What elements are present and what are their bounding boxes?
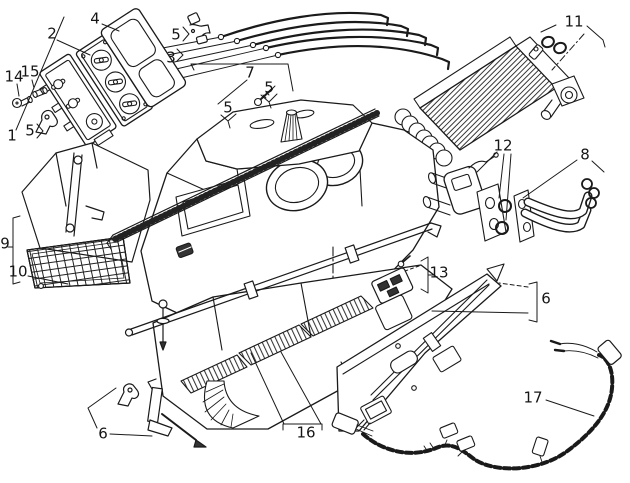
leader-12 — [476, 151, 512, 221]
leader-9 — [7, 215, 21, 285]
part-5-clamp-top-drawing — [187, 12, 211, 45]
seal-rail — [106, 108, 380, 250]
part-6-brackets-left-drawing — [117, 378, 207, 448]
leader-13-dashed — [404, 265, 420, 272]
o-ring — [495, 221, 509, 235]
part-1-control-unit-drawing — [39, 53, 117, 147]
part-2-control-panel-drawing — [75, 34, 153, 127]
leader-1 — [15, 16, 65, 131]
o-ring — [585, 197, 597, 209]
leader-8 — [522, 159, 605, 199]
leader-5d — [260, 93, 278, 109]
part-14-bulb-drawing — [11, 95, 33, 109]
o-ring — [498, 199, 512, 213]
o-ring — [553, 41, 567, 55]
leader-15 — [31, 79, 35, 89]
tie-rod-drawing — [124, 222, 442, 351]
o-ring — [581, 178, 593, 190]
leader-2 — [56, 39, 91, 56]
screw — [253, 85, 276, 107]
leader-6b — [87, 387, 153, 437]
part-6-side-panel-drawing — [336, 263, 505, 432]
leader-6a — [528, 281, 538, 323]
leader-6a-long — [431, 310, 529, 314]
leader-7 — [190, 63, 294, 105]
leader-11-axis — [551, 33, 585, 71]
leader-17 — [545, 399, 595, 417]
part-15-connector-drawing — [32, 87, 48, 98]
leader-11 — [540, 24, 606, 48]
leader-16 — [250, 351, 323, 431]
leader-6a-dashed — [498, 282, 529, 288]
leader-13 — [420, 256, 434, 294]
part-12-heater-valve-drawing — [422, 152, 512, 242]
callout-leader-lines — [7, 16, 606, 437]
part-5-clamp-left-drawing — [35, 109, 58, 135]
leader-10 — [27, 275, 69, 285]
part-8-water-pipes-drawing — [513, 178, 600, 243]
leader-4 — [101, 23, 120, 32]
part-17-wiring-harness-drawing — [331, 339, 622, 471]
part-13-resistor-drawing — [371, 255, 414, 331]
part-3-control-cables-drawing — [151, 11, 451, 79]
o-ring — [541, 35, 555, 49]
air-funnel — [280, 109, 303, 143]
leader-3 — [176, 48, 184, 62]
leader-5b — [36, 123, 44, 139]
leader-14 — [16, 83, 20, 97]
leader-5c — [220, 113, 237, 129]
leader-5a — [182, 26, 190, 42]
part-4-faceplate-drawing — [100, 8, 187, 108]
part-10-grille-drawing — [26, 236, 131, 289]
